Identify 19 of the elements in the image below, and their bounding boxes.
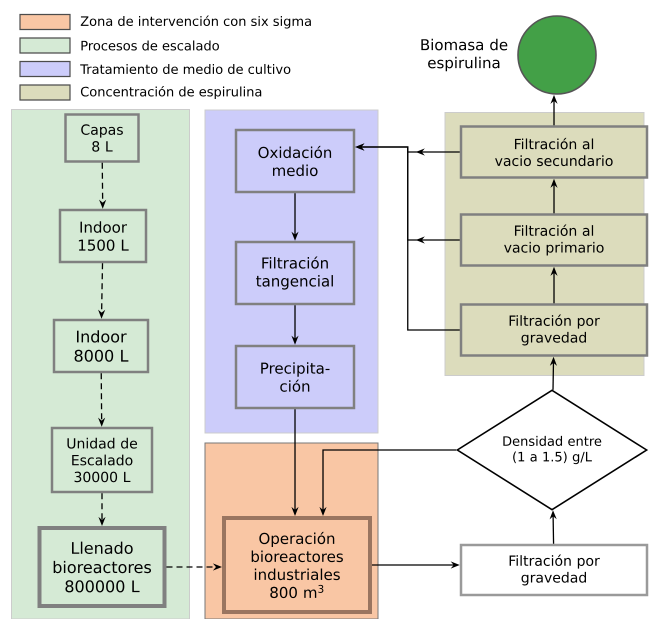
legend-label: Zona de intervención con six sigma (80, 15, 311, 29)
output-circle (517, 15, 597, 95)
node-caption: Biomasa de espirulina (421, 38, 508, 72)
process-box: Filtración por gravedad (460, 303, 648, 357)
process-box: Capas 8 L (64, 113, 140, 163)
process-box: Unidad de Escalado 30000 L (50, 426, 154, 494)
process-box: Oxidación medio (234, 128, 356, 194)
legend-label: Procesos de escalado (81, 40, 219, 51)
process-box: Filtración al vacio primario (460, 213, 648, 267)
process-box: Filtración por gravedad (460, 544, 648, 596)
legend-label: Concentración de espirulina (80, 86, 262, 100)
process-box: Operación bioreactores industriales 800 m$^{3}$ (222, 516, 372, 614)
process-box: Llenado bioreactores 800000 L (38, 526, 166, 608)
process-box: Precipita- ción (234, 344, 356, 410)
legend-label: Tratamiento de medio de cultivo (80, 64, 290, 74)
process-box: Filtración al vacio secundario (460, 125, 648, 179)
process-box: Indoor 1500 L (58, 208, 148, 264)
process-box: Filtración tangencial (234, 240, 356, 306)
process-box: Indoor 8000 L (52, 318, 150, 374)
